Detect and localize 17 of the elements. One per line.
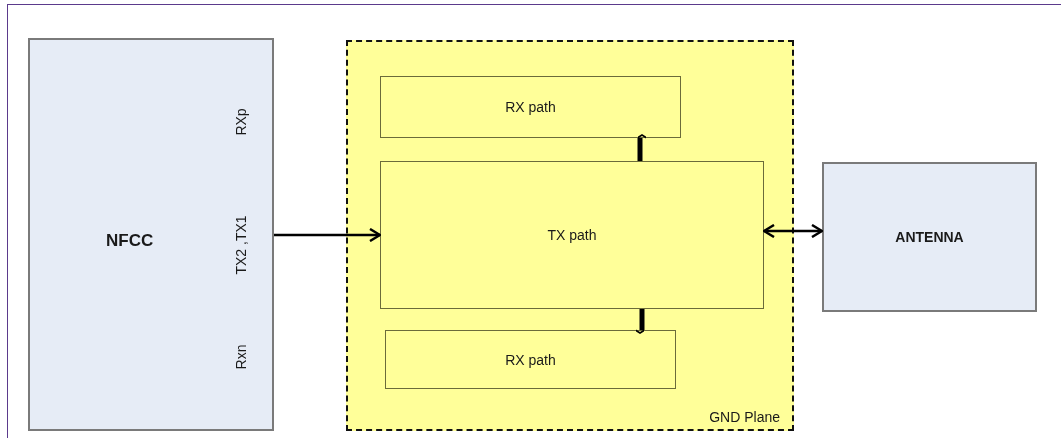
component-block <box>822 162 1037 312</box>
process-box <box>380 161 764 309</box>
process-box <box>385 330 676 389</box>
box-label: RX path <box>505 351 556 368</box>
pin-label: Rxn <box>233 344 249 370</box>
box-label: RX path <box>505 99 556 115</box>
chip-block <box>28 38 274 431</box>
process-box <box>380 76 681 138</box>
block-label: NFCC <box>106 231 154 251</box>
box-label: TX path <box>547 227 597 243</box>
block-label: ANTENNA <box>895 229 964 245</box>
arrow <box>274 227 382 243</box>
pin-label: TX2 ,TX1 <box>233 215 249 275</box>
region-label: GND Plane <box>709 409 780 425</box>
pin-label: RXp <box>233 108 249 136</box>
ground-plane-region <box>346 40 794 431</box>
arrow <box>762 223 824 239</box>
